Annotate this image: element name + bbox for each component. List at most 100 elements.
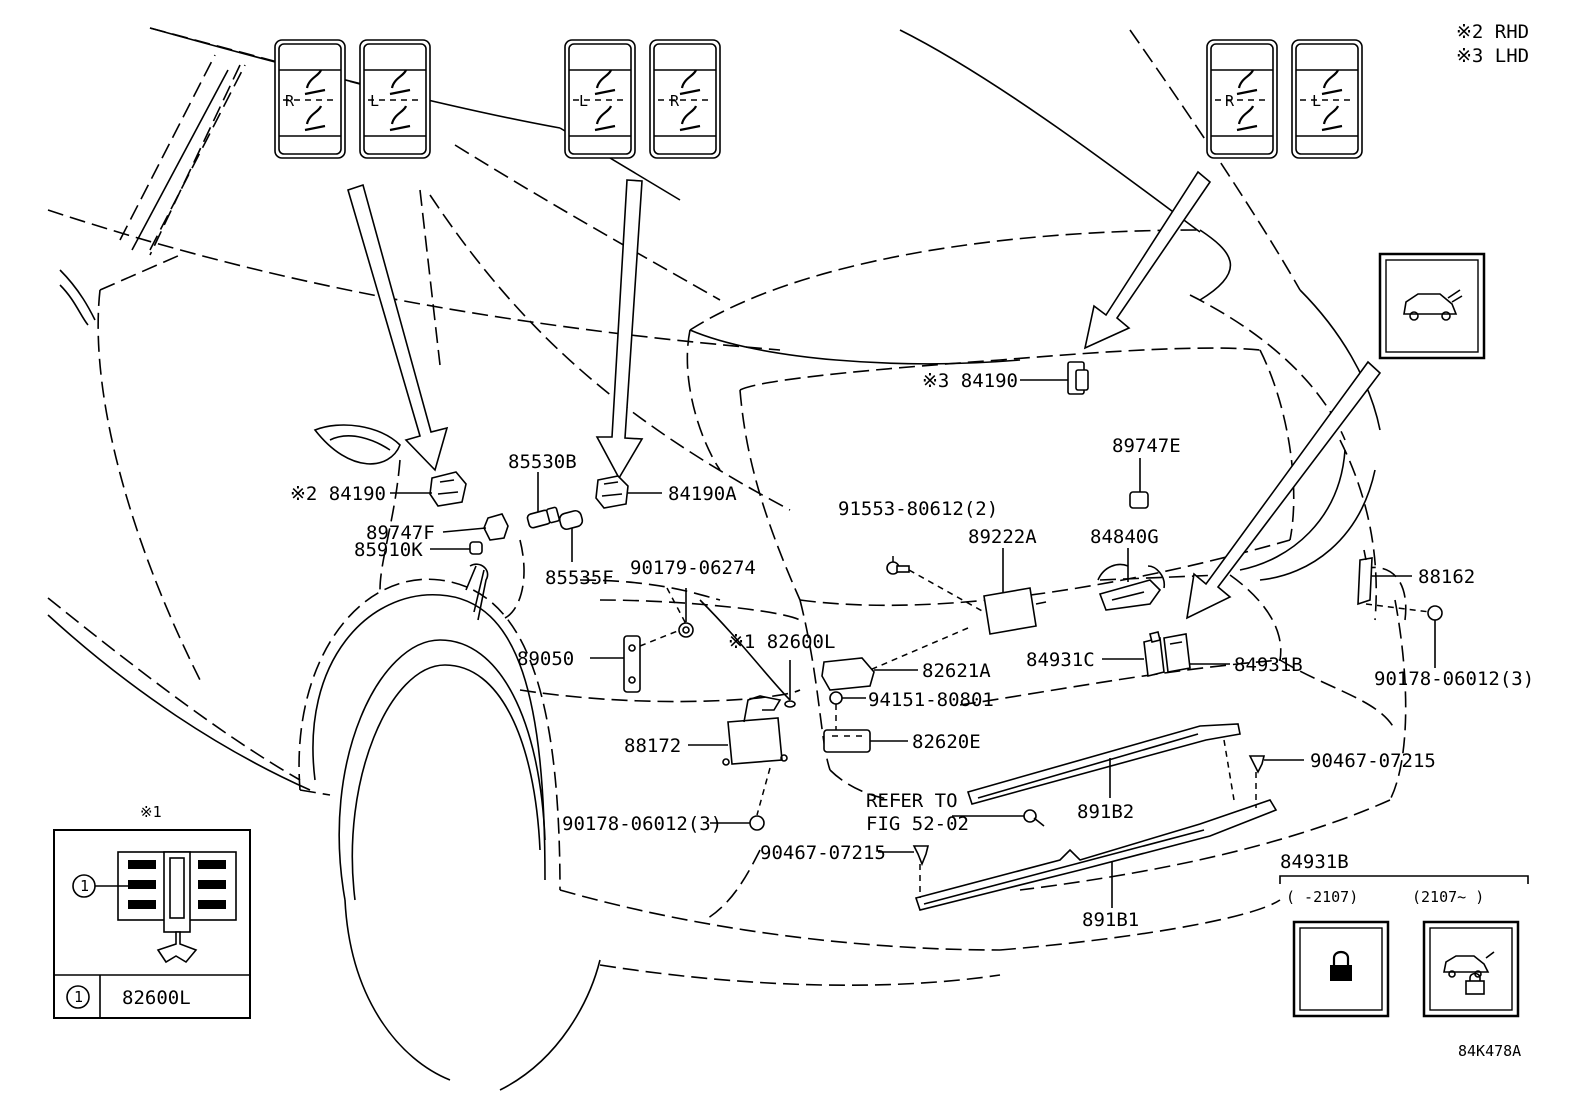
- seat-switch-84190A: [595, 475, 629, 509]
- label-89747F: 89747F: [366, 522, 435, 544]
- socket-85535F: [558, 509, 584, 531]
- sensor-89747F: [483, 513, 509, 541]
- label-82600L: ※1 82600L: [728, 631, 835, 653]
- label-84840G: 84840G: [1090, 526, 1159, 548]
- panel-side-label: R: [1225, 92, 1235, 110]
- clip-82600L: [784, 700, 796, 708]
- label-90467-right: 90467-07215: [1310, 750, 1436, 772]
- seat-switch-panel: L: [564, 39, 636, 159]
- seat-switch-panel: R: [1206, 39, 1278, 159]
- seat-switch-84190-lhd: [1067, 361, 1089, 395]
- pointer-arrows: [347, 170, 1382, 620]
- label-89050: 89050: [517, 648, 574, 670]
- drawing-code: 84K478A: [1458, 1042, 1521, 1060]
- bolt-91553: [886, 561, 910, 575]
- clip-90467-right: [1248, 755, 1266, 774]
- part-labels: ※3 84190 ※2 84190 84190A 85530B 89747F 8…: [290, 370, 1534, 931]
- inset-84931B: 84931B ( -2107) (2107~ ): [1279, 851, 1529, 1018]
- label-90178-right: 90178-06012(3): [1374, 668, 1534, 690]
- inset-part-number: 82600L: [122, 987, 191, 1009]
- label-84190-lhd: ※3 84190: [922, 370, 1018, 392]
- seat-switch-panel: R: [274, 39, 346, 159]
- seat-switch-panel: R: [649, 39, 721, 159]
- clip-85910K: [469, 541, 483, 555]
- label-90467-left: 90467-07215: [760, 842, 886, 864]
- vehicle-lock-icon: [1443, 951, 1495, 995]
- back-door-lock-icon-box: [1422, 920, 1520, 1018]
- label-85910K: 85910K: [354, 539, 423, 561]
- switch-84931C: [1143, 631, 1165, 677]
- label-refer-2: FIG 52-02: [866, 813, 969, 835]
- inset-84931B-title: 84931B: [1280, 851, 1349, 873]
- range-right: (2107~ ): [1412, 888, 1484, 906]
- label-89222A: 89222A: [968, 526, 1037, 548]
- sensor-89050: [623, 635, 641, 693]
- sensor-88162: [1357, 549, 1373, 606]
- inset-row-callout: 1: [74, 988, 83, 1006]
- seat-switch-84190-rhd: [429, 471, 467, 507]
- clip-90179-06274: [678, 622, 694, 638]
- leader-lines: [390, 379, 1436, 908]
- label-82621A: 82621A: [922, 660, 991, 682]
- nut-94151: [829, 691, 843, 705]
- panel-side-label: L: [1312, 92, 1321, 110]
- seat-switch-panel: L: [359, 39, 431, 159]
- label-94151: 94151-80801: [868, 689, 994, 711]
- sensor-89747E: [1129, 491, 1149, 509]
- label-88172: 88172: [624, 735, 681, 757]
- label-84190A: 84190A: [668, 483, 737, 505]
- vehicle-icon: [1403, 289, 1463, 321]
- label-90179-06274: 90179-06274: [630, 557, 756, 579]
- panel-side-label: R: [670, 92, 680, 110]
- label-90178-left: 90178-06012(3): [562, 813, 722, 835]
- label-82620E: 82620E: [912, 731, 981, 753]
- sensor-strip-891B2: [966, 723, 1241, 805]
- switch-panel-group-1: R L: [274, 39, 431, 159]
- arrow: [1185, 360, 1382, 620]
- panel-side-label: R: [285, 92, 295, 110]
- nut-90178-left: [749, 815, 765, 831]
- bolt-refer: [1023, 809, 1045, 827]
- range-left: ( -2107): [1286, 888, 1358, 906]
- bulb-85530B: [526, 506, 560, 529]
- switch-84931B: [1163, 633, 1191, 673]
- label-91553: 91553-80612(2): [838, 498, 998, 520]
- switch-panel-group-3: R L: [1206, 39, 1363, 159]
- label-84931B: 84931B: [1234, 654, 1303, 676]
- bracket-82621A: [821, 657, 875, 691]
- inset-callout: 1: [80, 877, 89, 895]
- inset-note: ※1: [140, 803, 162, 821]
- module-89222A: [983, 587, 1047, 635]
- arrow: [1083, 170, 1212, 350]
- label-84931C: 84931C: [1026, 649, 1095, 671]
- label-89747E: 89747E: [1112, 435, 1181, 457]
- switch-panel-group-2: L R: [564, 39, 721, 159]
- legend-rhd: ※2 RHD: [1456, 21, 1529, 43]
- legend: ※2 RHD ※3 LHD: [1456, 21, 1529, 67]
- sensor-strip-891B1: [914, 799, 1278, 911]
- inset-clip-82600L: ※1 1 1 82600L: [53, 803, 251, 1019]
- panel-side-label: L: [579, 92, 588, 110]
- label-85535F: 85535F: [545, 567, 614, 589]
- wire-harness: [465, 563, 489, 621]
- parts: [429, 361, 1443, 911]
- module-88172: [722, 695, 788, 766]
- label-85530B: 85530B: [508, 451, 577, 473]
- arrow: [347, 183, 449, 472]
- clip-drawing: [117, 851, 237, 964]
- label-891B2: 891B2: [1077, 801, 1134, 823]
- back-door-icon-box: [1378, 252, 1486, 360]
- seat-switch-panel: L: [1291, 39, 1363, 159]
- lock-icon: [1330, 950, 1352, 981]
- label-refer-1: REFER TO: [866, 790, 958, 812]
- clip-90467-left: [912, 845, 930, 867]
- label-84190-rhd: ※2 84190: [290, 483, 386, 505]
- lock-icon-box: [1292, 920, 1390, 1018]
- panel-side-label: L: [370, 92, 379, 110]
- label-88162: 88162: [1418, 566, 1475, 588]
- relay-block-82620E: [823, 729, 871, 753]
- switch-84840G: [1097, 563, 1166, 611]
- nut-90178-right: [1427, 605, 1443, 621]
- label-891B1: 891B1: [1082, 909, 1139, 931]
